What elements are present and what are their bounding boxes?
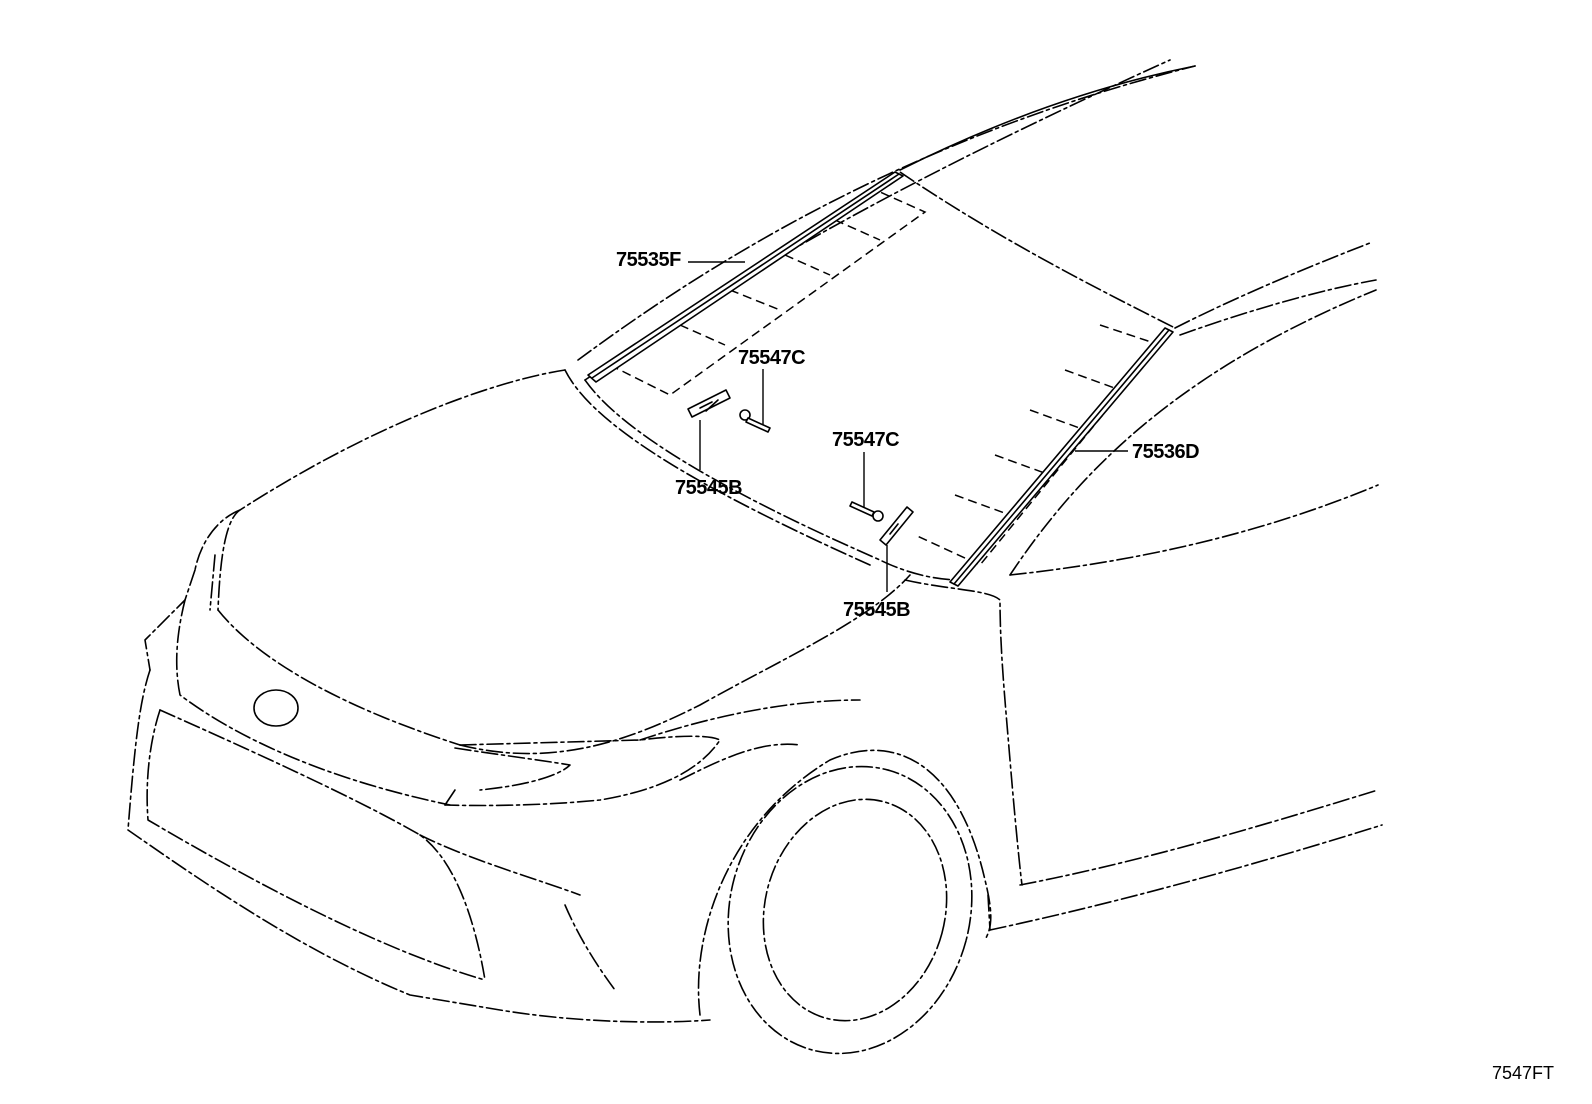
callout-75547C-lower[interactable]: 75547C: [832, 429, 900, 451]
windshield-outline: [564, 171, 1176, 581]
leader-lines: [688, 261, 1128, 592]
figure-code: 7547FT: [1492, 1063, 1555, 1083]
windshield-moulding-right: [949, 327, 1174, 587]
hood-outline: [144, 369, 911, 755]
fender-outline: [639, 579, 1023, 886]
wheel-outline: [697, 749, 992, 1055]
emblem-outline: [253, 689, 299, 727]
callout-75545B-lower[interactable]: 75545B: [843, 599, 911, 621]
side-body-outline: [987, 242, 1383, 931]
bumper-outline: [127, 554, 711, 1023]
windshield-moulding-left: [587, 171, 904, 383]
retainer-upper-part: [687, 389, 731, 418]
callout-75547C-upper[interactable]: 75547C: [738, 347, 806, 369]
clip-upper-part: [739, 409, 771, 433]
headlamp-outline: [444, 735, 721, 807]
callout-75545B-upper[interactable]: 75545B: [675, 477, 743, 499]
callout-75536D[interactable]: 75536D: [1132, 441, 1200, 463]
retainer-lower-part: [879, 506, 914, 546]
callout-75535F[interactable]: 75535F: [616, 249, 681, 271]
clip-lower-part: [849, 501, 884, 522]
windshield-hidden-zones: [609, 191, 1162, 566]
